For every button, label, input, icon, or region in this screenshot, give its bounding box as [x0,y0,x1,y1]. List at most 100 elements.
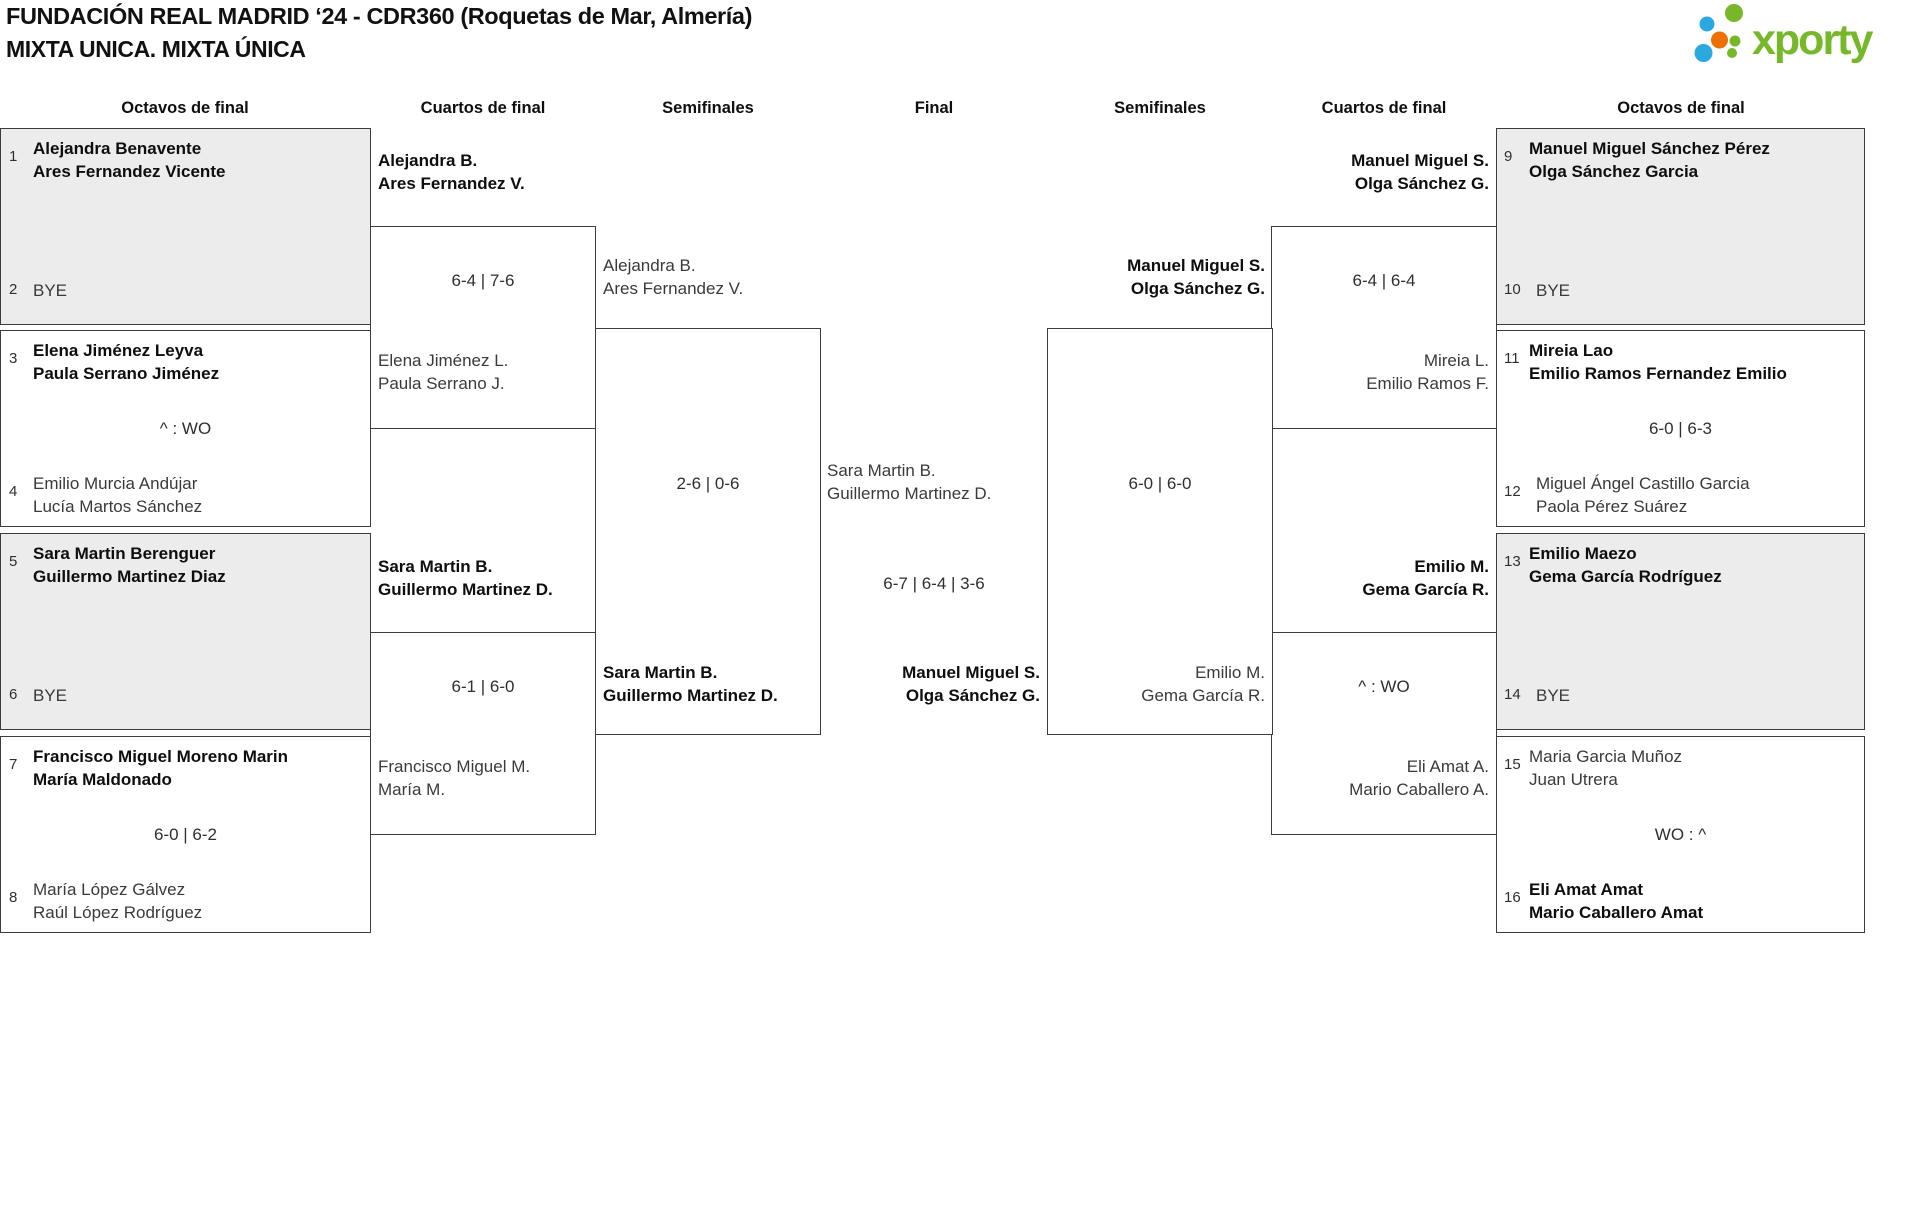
seed-number: 2 [9,281,18,298]
match-box-qf-right-2 [1271,632,1497,835]
team-name-line: María Maldonado [33,770,172,789]
team-names: María López Gálvez Raúl López Rodríguez [33,878,202,924]
team-names: Manuel Miguel S. Olga Sánchez G. [818,661,1040,707]
team-name-line: Manuel Miguel S. [902,663,1040,682]
round-header-octavos-right: Octavos de final [1617,99,1745,117]
team-name-line: Eli Amat A. [1406,757,1489,776]
seed-number: 12 [1504,483,1521,500]
team-names: Francisco Miguel Moreno Marin María Mald… [33,745,288,791]
team-name-line: Lucía Martos Sánchez [33,497,203,516]
team-name-line: Manuel Miguel S. [1351,151,1489,170]
team-name-line: Sara Martin B. [827,461,936,480]
seed-number: 15 [1504,756,1521,773]
team-name-line: Emilio M. [1195,663,1265,682]
match-box-oct-5-6 [0,533,371,730]
team-name-line: Paola Pérez Suárez [1536,497,1688,516]
team-name-line: María M. [378,780,446,799]
match-score: ^ : WO [159,419,212,438]
logo-dot-orange [1711,31,1728,49]
match-score: 2-6 | 0-6 [676,474,740,493]
match-box-oct-11-12 [1496,330,1865,527]
team-name-line: Ares Fernandez V. [378,174,525,193]
team-name-line: Guillermo Martinez D. [378,580,553,599]
logo-dot-green-large [1725,4,1743,22]
team-name-line: Guillermo Martinez D. [603,686,778,705]
xporty-logo[interactable]: xporty [1680,0,1910,80]
page-title: FUNDACIÓN REAL MADRID ‘24 - CDR360 (Roqu… [6,3,753,29]
team-name-line: Mario Caballero Amat [1529,903,1704,922]
team-name-line: Gema García R. [1362,580,1489,599]
seed-number: 5 [9,553,18,570]
team-name-line: Miguel Ángel Castillo Garcia [1536,474,1750,493]
match-box-qf-right-1 [1271,226,1497,429]
match-box-oct-13-14 [1496,533,1865,730]
logo-dot-green-mid [1729,35,1741,47]
match-box-qf-left-2 [370,632,596,835]
team-name-line: BYE [1536,686,1571,705]
team-name-line: Alejandra Benavente [33,139,202,158]
match-score: 6-4 | 6-4 [1352,271,1416,290]
match-score: 6-0 | 6-0 [1128,474,1192,493]
round-header-semis-left: Semifinales [662,99,754,117]
team-name-line: Olga Sánchez G. [1354,174,1489,193]
team-name-line: Mireia L. [1423,351,1489,370]
team-names: Francisco Miguel M. María M. [378,755,530,801]
team-name-line: Raúl López Rodríguez [33,903,203,922]
team-names: Sara Martin B. Guillermo Martinez D. [827,459,991,505]
team-name-line: Gema García R. [1141,686,1265,705]
seed-number: 3 [9,350,18,367]
team-name-line: Mireia Lao [1529,341,1614,360]
team-name-line: BYE [33,686,68,705]
seed-number: 13 [1504,553,1521,570]
team-names: Manuel Miguel S. Olga Sánchez G. [1271,149,1489,195]
team-names: Alejandra B. Ares Fernandez V. [378,149,525,195]
team-name-line: Elena Jiménez L. [378,351,509,370]
team-name-line: Emilio M. [1414,557,1489,576]
match-box-sf-right [1047,328,1273,735]
team-name-line: Guillermo Martinez D. [827,484,992,503]
logo-wordmark: xporty [1752,16,1874,64]
logo-dot-blue-bottom [1694,44,1713,62]
team-names: Emilio Murcia Andújar Lucía Martos Sánch… [33,472,202,518]
team-name-line: Emilio Maezo [1529,544,1637,563]
team-names: Mireia L. Emilio Ramos F. [1271,349,1489,395]
team-name-line: Manuel Miguel S. [1127,256,1265,275]
seed-number: 9 [1504,148,1513,165]
team-names: BYE [1536,684,1570,707]
round-header-cuartos-right: Cuartos de final [1321,99,1447,117]
team-name-line: Alejandra B. [603,256,696,275]
team-name-line: Mario Caballero A. [1349,780,1489,799]
round-header-final: Final [914,99,954,117]
team-names: Mireia Lao Emilio Ramos Fernandez Emilio [1529,339,1787,385]
logo-dot-blue-top [1699,16,1715,32]
team-name-line: Emilio Ramos F. [1366,374,1489,393]
team-name-line: Juan Utrera [1529,770,1618,789]
seed-number: 16 [1504,889,1521,906]
team-names: Sara Martin Berenguer Guillermo Martinez… [33,542,226,588]
match-box-qf-left-1 [370,226,596,429]
team-name-line: BYE [1536,281,1571,300]
team-names: Emilio M. Gema García R. [1047,661,1265,707]
team-name-line: Ares Fernandez V. [603,279,744,298]
team-names: Manuel Miguel S. Olga Sánchez G. [1047,254,1265,300]
team-names: Emilio M. Gema García R. [1271,555,1489,601]
team-names: Eli Amat Amat Mario Caballero Amat [1529,878,1703,924]
match-score: 6-7 | 6-4 | 3-6 [883,574,985,593]
team-name-line: Paula Serrano Jiménez [33,364,220,383]
team-name-line: Manuel Miguel Sánchez Pérez [1529,139,1770,158]
match-box-oct-7-8 [0,736,371,933]
team-name-line: BYE [33,281,68,300]
team-names: Alejandra Benavente Ares Fernandez Vicen… [33,137,225,183]
team-names: Elena Jiménez L. Paula Serrano J. [378,349,508,395]
match-score: 6-1 | 6-0 [451,677,515,696]
team-name-line: Elena Jiménez Leyva [33,341,204,360]
logo-dot-green-bottom [1727,48,1737,58]
team-name-line: Emilio Ramos Fernandez Emilio [1529,364,1787,383]
seed-number: 4 [9,483,18,500]
seed-number: 7 [9,756,18,773]
team-names: BYE [1536,279,1570,302]
team-name-line: Ares Fernandez Vicente [33,162,226,181]
team-name-line: Sara Martin B. [378,557,493,576]
team-name-line: María López Gálvez [33,880,186,899]
